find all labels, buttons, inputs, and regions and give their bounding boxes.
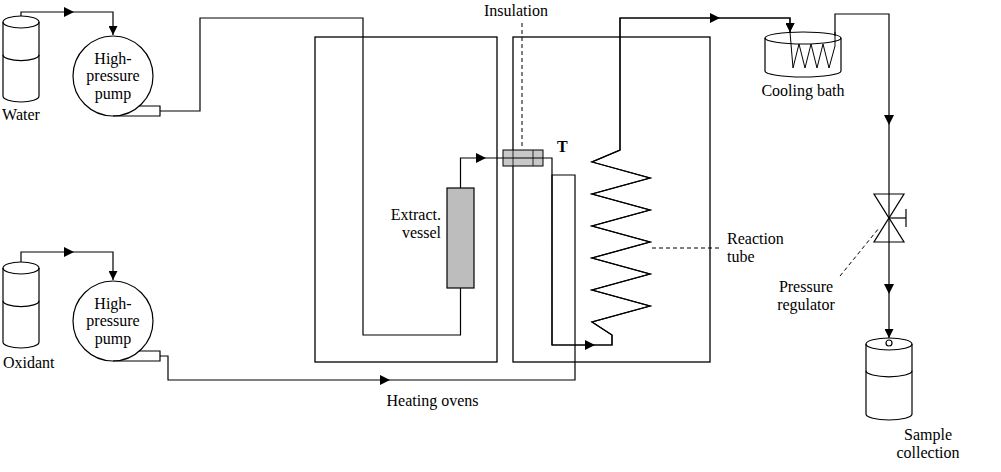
node-label: Oxidant: [3, 354, 55, 372]
sample-collection: Sample collection: [866, 338, 912, 420]
pump-symbol: [73, 281, 160, 361]
pump: High-pressure pump: [72, 35, 154, 117]
node-label: Extract. vessel: [383, 206, 441, 241]
part-label: Insulation: [484, 2, 548, 20]
node-outline: [866, 338, 912, 420]
pipe-connector: [160, 18, 461, 335]
node-outline: [447, 188, 474, 288]
vessel-symbol: [447, 188, 474, 288]
pipe-connector: [21, 252, 113, 280]
junction-label: T: [557, 138, 568, 156]
node-outline: [3, 262, 39, 348]
node-label: Water: [2, 106, 40, 124]
tank-symbol: [3, 16, 39, 102]
oxidant-tank: Oxidant: [3, 262, 39, 348]
valve-symbol: [874, 194, 906, 242]
node-label: High-pressure pump: [78, 50, 148, 103]
pump-symbol: [73, 36, 160, 116]
water-tank: Water: [3, 16, 39, 102]
node-label: Cooling bath: [761, 82, 844, 100]
pipe-connector: [160, 18, 790, 380]
extraction-vessel: Extract. vessel: [447, 188, 474, 288]
node-outline: [3, 16, 39, 102]
pipe-connector: [461, 18, 791, 345]
pipe-connector: [835, 14, 889, 338]
collection-vessel: [866, 338, 912, 420]
part-label: Reaction tube: [727, 230, 795, 265]
leader-line: [840, 228, 879, 276]
part-label: Pressure regulator: [768, 278, 844, 313]
pump: High-pressure pump: [72, 280, 154, 362]
tank-symbol: [3, 262, 39, 348]
flow-arrow: [64, 7, 894, 385]
bath-symbol: [765, 32, 841, 77]
heating-oven: [315, 37, 497, 362]
leader-line: [522, 23, 523, 149]
node-label: High-pressure pump: [78, 295, 148, 348]
pipe-connector: [21, 12, 113, 35]
part-label: Heating ovens: [370, 392, 495, 410]
node-outline: [765, 32, 841, 77]
leader-line: [652, 248, 722, 249]
node-label: Sample collection: [878, 426, 978, 461]
cooling-bath: Cooling bath: [765, 32, 841, 77]
